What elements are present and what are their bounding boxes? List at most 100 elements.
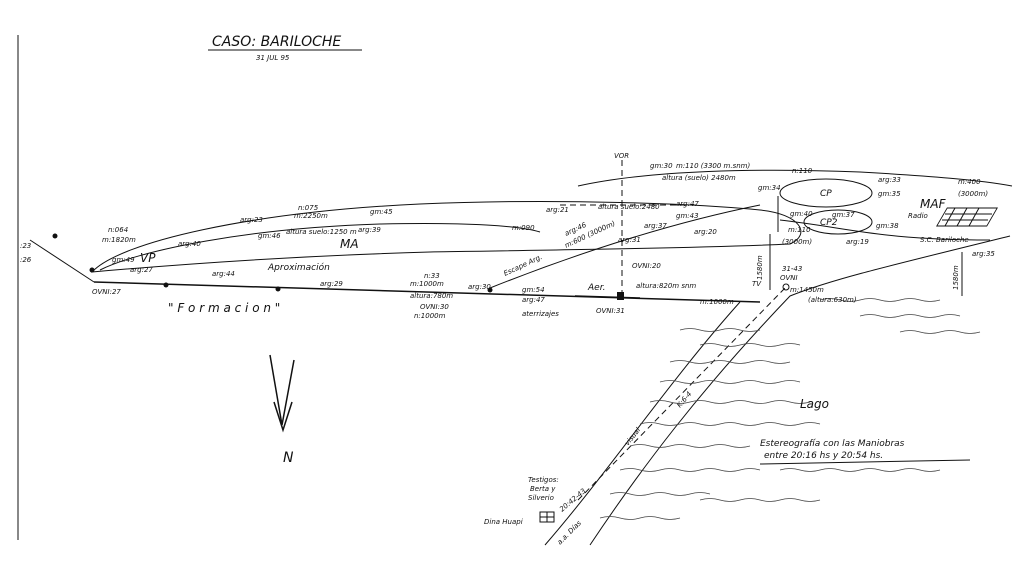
cp-ellipse [779, 178, 873, 208]
ann-altura-2480: altura (suelo) 2480m [662, 174, 736, 182]
ann-m-2250: m:2250m [294, 212, 328, 220]
ann-gm-45: gm:45 [370, 208, 393, 216]
ann-gm-40: gm:40 [790, 210, 813, 218]
airport-runway [574, 295, 641, 299]
ann-arg-40: arg:40 [178, 240, 201, 248]
maf-label: MAF [920, 197, 947, 211]
ann-arg-33: arg:33 [878, 176, 901, 184]
ann-23: :23 [20, 242, 31, 250]
ann-gm-38: gm:38 [876, 222, 899, 230]
airport-label: Aer. [587, 283, 605, 293]
visual-label: visual [623, 426, 642, 447]
ovni-label: OVNI [780, 274, 798, 282]
ann-gm-49: gm:49 [112, 256, 135, 264]
ann-altura-1250: altura suelo:1250 m [286, 228, 357, 236]
ann-gm-35: gm:35 [878, 190, 901, 198]
ann-m-400: m:400 [958, 178, 981, 186]
north-arrow-icon: N [269, 354, 295, 466]
k-label: K:6-4 [675, 390, 693, 409]
ann-n-075: n:075 [298, 204, 319, 212]
ann-ovni-20: OVNI:20 [632, 262, 661, 270]
ann-n-064: n:064 [108, 226, 128, 234]
airport-marker [617, 292, 624, 300]
witness-line-2: Berta y [530, 485, 556, 493]
ann-arg-27: arg:27 [130, 266, 153, 274]
ann-arg-21: arg:21 [546, 206, 569, 214]
ann-arg-19: arg:19 [846, 238, 869, 246]
cp2-label: CP2 [820, 218, 838, 228]
route-formacion: " F o r m a c i o n " [168, 301, 280, 315]
ann-arg-20: arg:20 [694, 228, 717, 236]
vor-label: VOR [614, 152, 629, 160]
dina-huapi-label: Dina Huapi [484, 518, 523, 526]
ann-gm-37: gm:37 [832, 211, 855, 219]
upper-arc-path [577, 169, 1013, 187]
legend-underline [759, 459, 971, 465]
ann-ovni-30: OVNI:30 [420, 303, 449, 311]
ann-m-090: m:090 [512, 224, 535, 232]
ann-altura-780: altura:780m [410, 292, 453, 300]
vp-label: VP [140, 251, 156, 265]
ann-n-33: n:33 [424, 272, 440, 280]
ann-aterrizajes: aterrizajes [522, 310, 559, 318]
ann-arg-35: arg:35 [972, 250, 995, 258]
diagram-date: 31 JUL 95 [256, 54, 290, 62]
ann-arg-37: arg:37 [644, 222, 667, 230]
ann-h-1580-r: 1580m [952, 265, 960, 290]
ann-ovni-31: OVNI:31 [596, 307, 625, 315]
sc-bariloche-label: S.C. Bariloche [920, 236, 969, 244]
ann-arg-47-bot: arg:47 [522, 296, 545, 304]
ann-arg-44: arg:44 [212, 270, 235, 278]
dina-huapi-grid-icon [539, 511, 555, 523]
tv-label: TV [752, 280, 762, 288]
ann-arg-29: arg:29 [320, 280, 343, 288]
formation-line-left [29, 239, 95, 283]
ann-m-1450: m:1450m [790, 286, 824, 294]
ann-arg-47-top: arg:47 [676, 200, 699, 208]
ann-n-110: n:110 [792, 167, 813, 175]
marker-arg-44 [163, 282, 169, 288]
ann-m-3000: (3000m) [958, 190, 988, 198]
marker-arg-30 [487, 287, 493, 293]
ann-m-110: m:110 [788, 226, 811, 234]
ann-n-1000: n:1000m [414, 312, 446, 320]
witness-aa: a.a. Días [556, 519, 583, 546]
ann-arg-31: arg:31 [618, 236, 641, 244]
ann-m-1000-right: m:1000m [700, 298, 734, 306]
ann-altura-2480-mid: altura suelo:2480 [598, 203, 660, 211]
witness-time: 20:42-43 [558, 487, 587, 513]
ann-m-1000: m:1000m [410, 280, 444, 288]
inner-loop-path [99, 222, 541, 271]
ann-m-3000-b: (3000m) [782, 238, 812, 246]
formation-line [93, 281, 761, 303]
cp-label: CP [820, 189, 832, 199]
ann-arg-23: arg:23 [240, 216, 263, 224]
city-grid-icon [936, 207, 998, 227]
lake-shore-left [544, 301, 741, 546]
ann-ovni-27: OVNI:27 [92, 288, 121, 296]
lake-shore-right [589, 235, 1011, 546]
legend-line-2: entre 20:16 hs y 20:54 hs. [764, 451, 883, 461]
ann-h-1580: 1580m [756, 255, 764, 280]
ann-26: :26 [20, 256, 32, 264]
visual-sight-line [577, 287, 786, 501]
route-escape: Escape Arg. [502, 253, 543, 278]
ann-gm-54: gm:54 [522, 286, 545, 294]
route-aproximacion: Aproximación [267, 262, 330, 273]
legend-line-1: Estereografía con las Maniobras [760, 439, 905, 449]
marker-start [52, 233, 58, 239]
ma-label: MA [340, 237, 359, 251]
diagram-title: CASO: BARILOCHE [212, 34, 341, 50]
ann-gm-34: gm:34 [758, 184, 781, 192]
marker-ovni-27 [89, 267, 95, 273]
lake-waves [599, 298, 981, 520]
marker-tv [782, 283, 790, 291]
witness-line-3: Silverio [528, 494, 554, 502]
radio-label: Radio [908, 212, 928, 220]
ann-gm-43: gm:43 [676, 212, 699, 220]
north-label: N [283, 450, 294, 466]
witness-line-1: Testigos: [528, 476, 559, 484]
escape-route-path [489, 204, 761, 289]
ann-m-110-3300: m:110 (3300 m.snm) [676, 162, 750, 170]
